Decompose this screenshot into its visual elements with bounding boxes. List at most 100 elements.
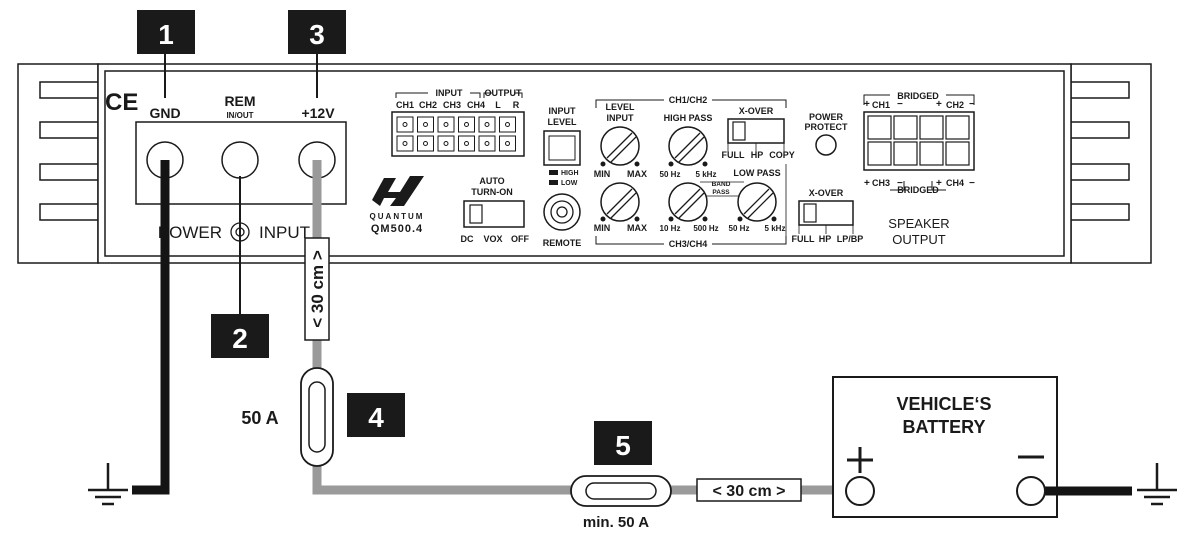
level-knob-ch12 (600, 126, 640, 167)
level-knob-ch34 (600, 182, 640, 222)
sp-ch2: CH2 (946, 100, 964, 110)
connector-pin-hole (464, 122, 469, 127)
xover-bottom-label: X-OVER (809, 188, 844, 198)
bridged-bottom: BRIDGED (897, 185, 939, 195)
high-pass-knob (668, 126, 708, 167)
battery-negative-terminal (1016, 476, 1046, 506)
level-ch12-min: MIN (594, 169, 611, 179)
level-ch12-max: MAX (627, 169, 647, 179)
brand-quantum: QUANTUM (370, 212, 425, 221)
auto-turn-on-label-2: TURN-ON (471, 187, 513, 197)
band-pass-label-1: BAND (712, 181, 731, 188)
callout-2: 2 (211, 314, 269, 358)
conn-ch2: CH2 (419, 100, 437, 110)
input-output-connector: INPUT OUTPUT CH1 CH2 CH3 CH4 L R (391, 88, 525, 157)
battery-positive-terminal (845, 476, 875, 506)
level-ch34-min: MIN (594, 223, 611, 233)
low-pass-label: LOW PASS (733, 168, 780, 178)
speaker-terminal (919, 115, 944, 140)
level-ch34-max: MAX (627, 223, 647, 233)
speaker-output-label-1: SPEAKER (888, 216, 949, 231)
connector-pin-hole (402, 122, 408, 127)
low-pass-knob (737, 182, 777, 222)
band-pass-label-2: PASS (712, 189, 730, 196)
auto-opt-dc: DC (461, 234, 474, 244)
v12-label: +12V (301, 105, 335, 121)
speaker-output-connector: BRIDGED + CH1 − + CH2 − + CH3 − + CH4 − … (863, 91, 975, 247)
bp-500: 500 Hz (693, 224, 718, 233)
xover-bot-full: FULL (792, 234, 815, 244)
power-input-label-left: POWER (158, 223, 222, 242)
lp-50: 50 Hz (729, 224, 750, 233)
auto-turn-on-label-1: AUTO (479, 176, 504, 186)
power-input-label-right: INPUT (259, 223, 310, 242)
gnd-label: GND (149, 105, 180, 121)
connector-pin-hole (423, 122, 428, 127)
sp-ch1: CH1 (872, 100, 890, 110)
svg-text:+: + (936, 99, 942, 110)
level-input-label-2: INPUT (607, 113, 635, 123)
ce-mark: CE (105, 89, 138, 116)
connector-pin-hole (464, 141, 469, 146)
rem-terminal (221, 141, 259, 179)
callout-5-number: 5 (615, 430, 631, 461)
auto-opt-off: OFF (511, 234, 529, 244)
svg-text:−: − (897, 178, 903, 189)
connector-pin-hole (505, 141, 510, 146)
ground-symbol-right (1137, 463, 1177, 506)
battery-plus-sign (847, 447, 873, 473)
main-fuse-label: 50 A (241, 408, 278, 428)
connector-input-head: INPUT (436, 88, 464, 98)
rem-label: REM (224, 93, 255, 109)
xover-top-copy: COPY (769, 150, 795, 160)
svg-text:−: − (897, 99, 903, 110)
speaker-terminal (945, 141, 970, 166)
cable-length-vertical: < 30 cm > (308, 250, 327, 328)
xover-top-hp: HP (751, 150, 764, 160)
speaker-output-label-2: OUTPUT (892, 232, 946, 247)
main-fuse-holder (300, 367, 334, 467)
band-pass-knob (668, 182, 708, 222)
xover-top-label: X-OVER (739, 106, 774, 116)
callout-1: 1 (137, 10, 195, 98)
hp-5k: 5 kHz (696, 170, 717, 179)
xover-bot-hp: HP (819, 234, 832, 244)
svg-text:−: − (969, 99, 975, 110)
remote-label: REMOTE (543, 238, 582, 248)
high-pass-label: HIGH PASS (664, 113, 713, 123)
bridged-top: BRIDGED (897, 91, 939, 101)
input-level-label-1: INPUT (549, 106, 577, 116)
conn-ch1: CH1 (396, 100, 414, 110)
speaker-terminal (919, 141, 944, 166)
connector-pin-hole (443, 141, 449, 146)
battery-label-2: BATTERY (903, 417, 986, 437)
connector-pin-hole (423, 141, 428, 146)
level-input-label-1: LEVEL (605, 102, 635, 112)
sp-ch4: CH4 (946, 178, 964, 188)
conn-ch4: CH4 (467, 100, 485, 110)
speaker-terminal (893, 141, 918, 166)
connector-pin-hole (402, 141, 408, 146)
callout-3: 3 (288, 10, 346, 98)
callout-3-number: 3 (309, 19, 325, 50)
callout-1-number: 1 (158, 19, 174, 50)
connector-pin-hole (484, 141, 490, 146)
xover-bot-lpbp: LP/BP (837, 234, 864, 244)
callout-5: 5 (594, 421, 652, 465)
input-level-label-2: LEVEL (547, 117, 577, 127)
connector-output-head: OUTPUT (485, 88, 523, 98)
svg-text:+: + (936, 178, 942, 189)
conn-ch3: CH3 (443, 100, 461, 110)
svg-text:+: + (864, 99, 870, 110)
connector-pin-hole (505, 122, 510, 127)
connector-pin-hole (443, 122, 449, 127)
cable-length-horizontal: < 30 cm > (713, 483, 786, 500)
esx-logo: QUANTUM QM500.4 (370, 176, 425, 235)
ground-cable (132, 160, 170, 495)
svg-text:+: + (864, 178, 870, 189)
ground-symbol-left (88, 463, 128, 506)
ch3ch4-label: CH3/CH4 (669, 239, 708, 249)
auto-opt-vox: VOX (483, 234, 502, 244)
second-fuse-holder (570, 475, 672, 507)
